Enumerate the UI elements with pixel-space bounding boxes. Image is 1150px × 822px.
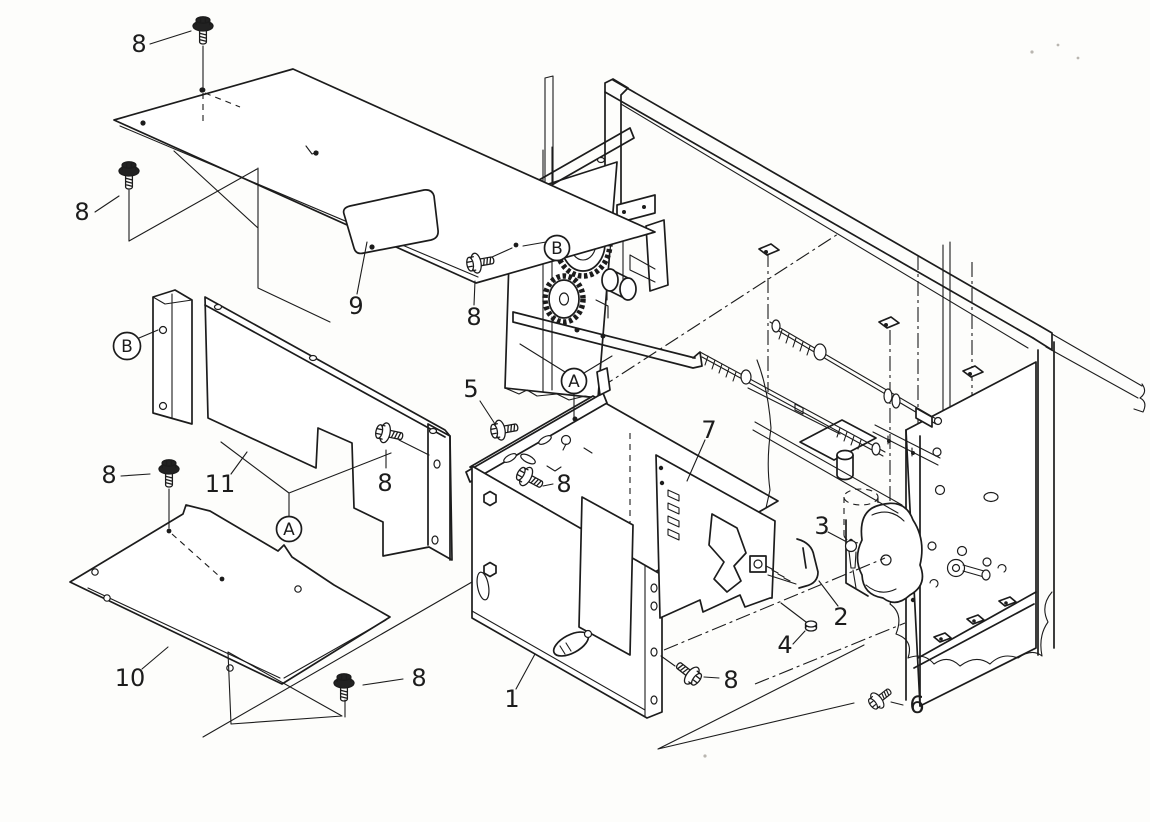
part-4-nut: [780, 602, 818, 632]
part-3-screw: [844, 539, 858, 589]
svg-text:A: A: [283, 520, 295, 540]
callout-B: B: [543, 234, 571, 262]
part-label-5: 5: [463, 375, 478, 403]
wire-rod: [756, 359, 772, 509]
latch-lever: [708, 513, 747, 593]
centerline: [754, 622, 906, 685]
part-label-8: 8: [723, 666, 738, 694]
base-line: [657, 644, 865, 750]
part-label-8: 8: [377, 469, 392, 497]
part-label-8: 8: [556, 470, 571, 498]
part-2-latch-lever: [767, 538, 819, 589]
part-6-screw: [864, 682, 897, 714]
part-11-side-panel: [152, 289, 453, 561]
part-label-8: 8: [466, 303, 481, 331]
part-1-bracket-box: [465, 367, 779, 719]
part-label-8: 8: [74, 198, 89, 226]
part-number-labels: 8 8 9 11 8 8 10 8 8 5 8 7 3 2 4 1 8 6: [74, 30, 924, 719]
part-7-latch-plate: [655, 454, 791, 619]
pin-cylinder-icon: [836, 449, 854, 481]
leader-lines: [94, 30, 904, 718]
bottom-sill: [913, 591, 1037, 669]
shoulder-screw-icon: [946, 558, 991, 581]
part-9-top-cover: [113, 68, 656, 323]
main-frame: [604, 78, 1146, 656]
part-5-screw: [488, 416, 521, 443]
centerline: [639, 557, 886, 661]
reference-callouts: B B A A: [112, 234, 588, 543]
part-label-6: 6: [909, 691, 924, 719]
part-label-7: 7: [701, 416, 716, 444]
callout-B: B: [112, 331, 142, 361]
base-line: [202, 581, 473, 738]
part-label-3: 3: [814, 512, 829, 540]
svg-text:B: B: [121, 337, 133, 357]
part-label-9: 9: [348, 292, 363, 320]
paper-specks: [703, 43, 1080, 758]
part-label-2: 2: [833, 603, 848, 631]
svg-text:A: A: [568, 372, 580, 392]
part-label-8: 8: [411, 664, 426, 692]
callout-A: A: [560, 367, 588, 395]
cross-rail: [512, 311, 703, 369]
gear-icon: [542, 273, 586, 325]
centerline: [599, 233, 839, 389]
part-label-4: 4: [777, 631, 792, 659]
part-label-11: 11: [205, 470, 236, 498]
callout-A: A: [275, 515, 303, 543]
shaft-assembly: [699, 319, 943, 514]
motor-assembly: [799, 419, 924, 604]
right-side-panel: [869, 361, 1053, 707]
part-label-10: 10: [115, 664, 146, 692]
frame-clip-icon: [758, 243, 984, 378]
part-10-bottom-plate: [69, 504, 391, 685]
flap-line: [227, 651, 343, 725]
part-label-8: 8: [131, 30, 146, 58]
part-label-8: 8: [101, 461, 116, 489]
part-label-1: 1: [504, 685, 519, 713]
svg-text:B: B: [551, 239, 563, 259]
part-11-front-flange: [152, 289, 193, 425]
clutch-drum-icon: [601, 268, 637, 301]
tool-handle-icon: [552, 629, 593, 657]
